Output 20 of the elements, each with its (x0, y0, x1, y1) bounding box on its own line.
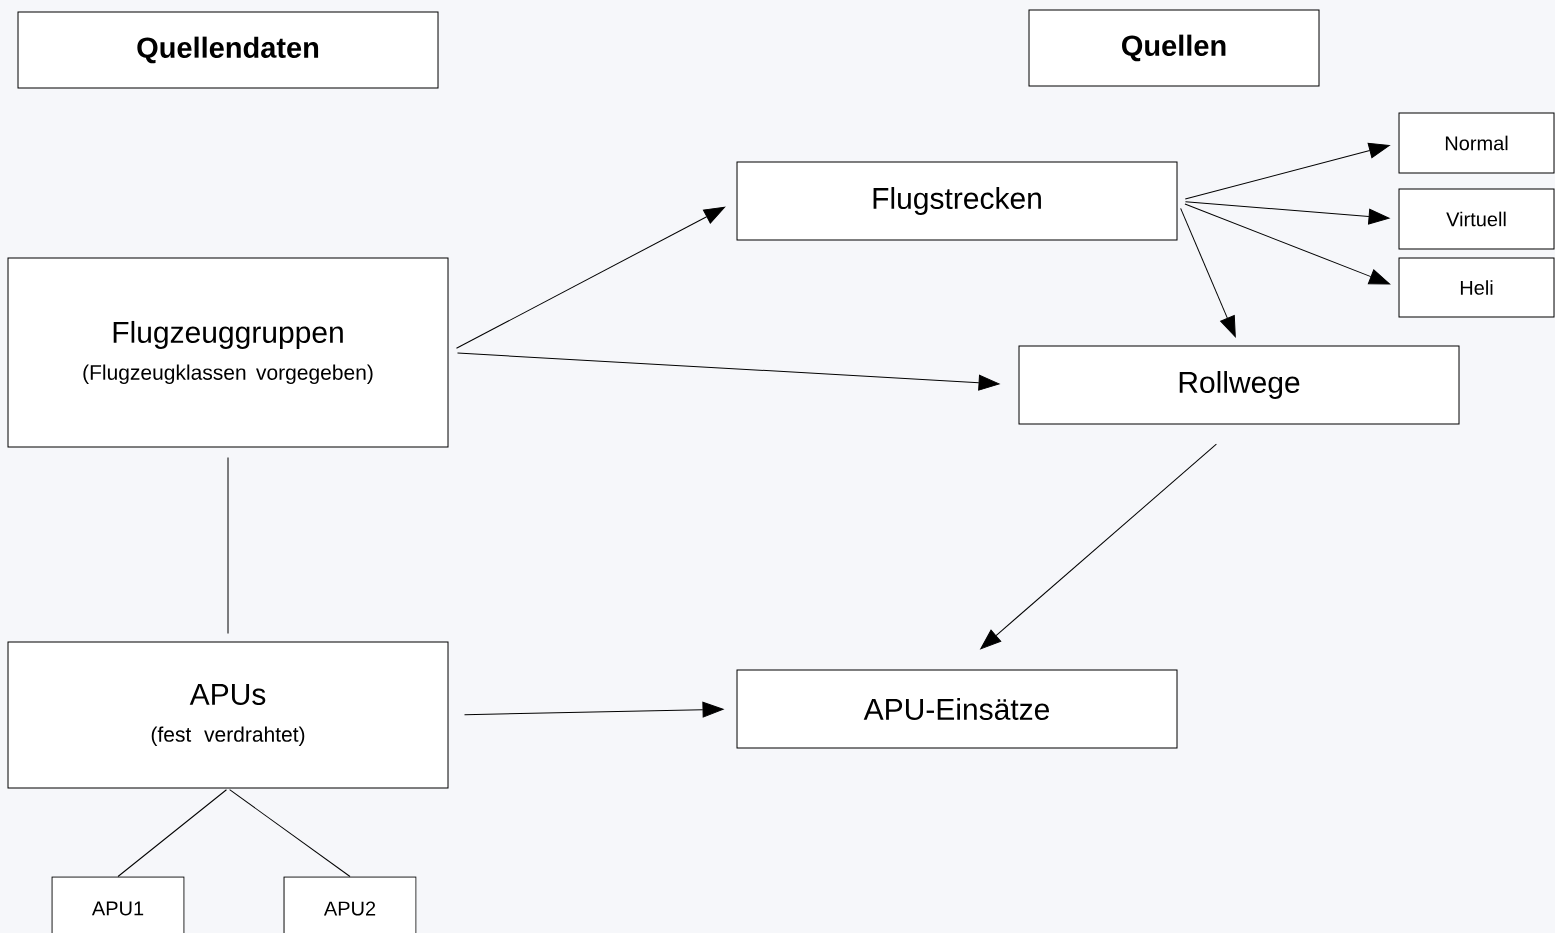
process-box: APU1 (51, 876, 185, 933)
arrow (457, 352, 1000, 391)
process-box: Normal (1398, 112, 1555, 174)
arrow (1184, 203, 1391, 285)
process-box: Flugzeuggruppen (Flugzeugklassen vorgegeben) (7, 257, 449, 448)
process-box: APUs (fest verdrahtet) (7, 641, 449, 789)
process-box: Heli (1398, 257, 1555, 318)
process-box: APU2 (283, 876, 417, 933)
process-box: APU-Einsätze (736, 669, 1178, 749)
heading-box: Quellen (1028, 9, 1320, 87)
heading-box: Quellendaten (17, 11, 439, 89)
arrow (1185, 201, 1390, 225)
arrow (1180, 207, 1236, 338)
process-box: Flugstrecken (736, 161, 1178, 241)
process-box: Virtuell (1398, 188, 1555, 250)
arrow (980, 443, 1217, 650)
process-box: Rollwege (1018, 345, 1460, 425)
arrow (464, 701, 724, 718)
arrow (456, 206, 726, 349)
arrow (1184, 142, 1390, 200)
